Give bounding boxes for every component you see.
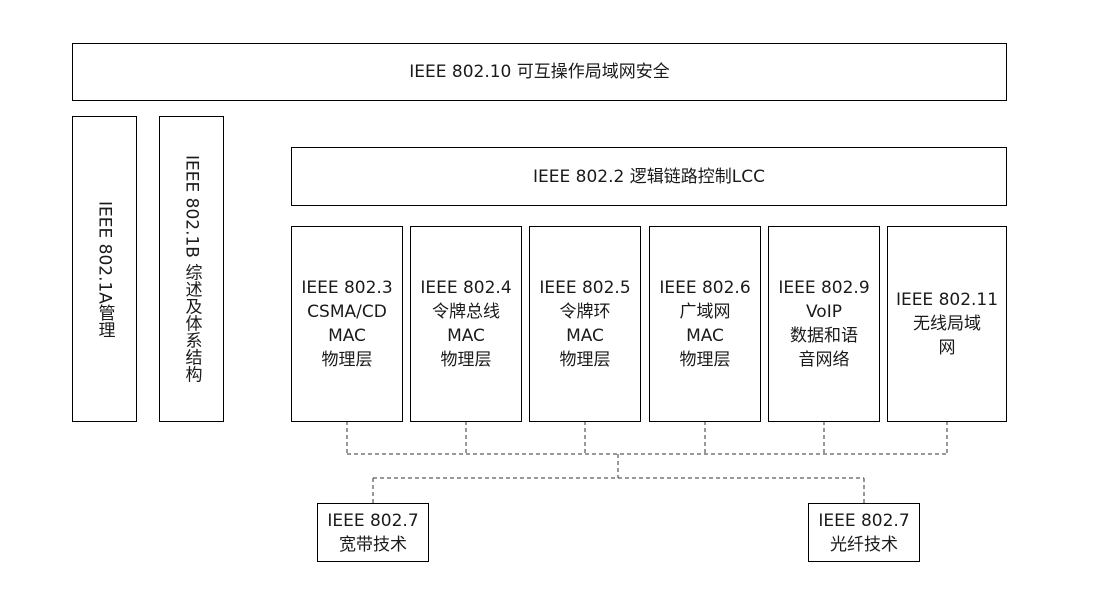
ieee-802-2-llc-box: IEEE 802.2 逻辑链路控制LCC (291, 147, 1007, 206)
ieee-802-11-box: IEEE 802.11 无线局域 网 (887, 226, 1007, 422)
ieee-802-10-box: IEEE 802.10 可互操作局域网安全 (72, 43, 1007, 101)
box-label: IEEE 802.2 逻辑链路控制LCC (533, 166, 765, 187)
box-label: IEEE 802.6 广域网 MAC 物理层 (659, 278, 751, 370)
ieee-802-6-box: IEEE 802.6 广域网 MAC 物理层 (649, 226, 761, 422)
ieee-802-5-box: IEEE 802.5 令牌环 MAC 物理层 (529, 226, 641, 422)
ieee-802-7-fiber-box: IEEE 802.7 光纤技术 (808, 503, 920, 562)
box-label: IEEE 802.11 无线局域 网 (895, 290, 999, 358)
box-label: IEEE 802.3 CSMA/CD MAC 物理层 (301, 278, 393, 370)
box-label: IEEE 802.1B 综述及体系结构 (181, 155, 202, 383)
ieee-802-3-box: IEEE 802.3 CSMA/CD MAC 物理层 (291, 226, 403, 422)
ieee-802-4-box: IEEE 802.4 令牌总线 MAC 物理层 (410, 226, 522, 422)
box-label: IEEE 802.9 VoIP 数据和语 音网络 (778, 278, 870, 370)
ieee-802-1b-box: IEEE 802.1B 综述及体系结构 (159, 116, 224, 422)
box-label: IEEE 802.5 令牌环 MAC 物理层 (539, 278, 631, 370)
box-label: IEEE 802.1A管理 (94, 200, 115, 338)
ieee-802-7-broadband-box: IEEE 802.7 宽带技术 (317, 503, 429, 562)
box-label: IEEE 802.7 宽带技术 (327, 510, 419, 555)
box-label: IEEE 802.10 可互操作局域网安全 (409, 62, 670, 82)
box-label: IEEE 802.4 令牌总线 MAC 物理层 (420, 278, 512, 370)
ieee-802-1a-box: IEEE 802.1A管理 (72, 116, 137, 422)
box-label: IEEE 802.7 光纤技术 (818, 510, 910, 555)
ieee-802-9-box: IEEE 802.9 VoIP 数据和语 音网络 (768, 226, 880, 422)
